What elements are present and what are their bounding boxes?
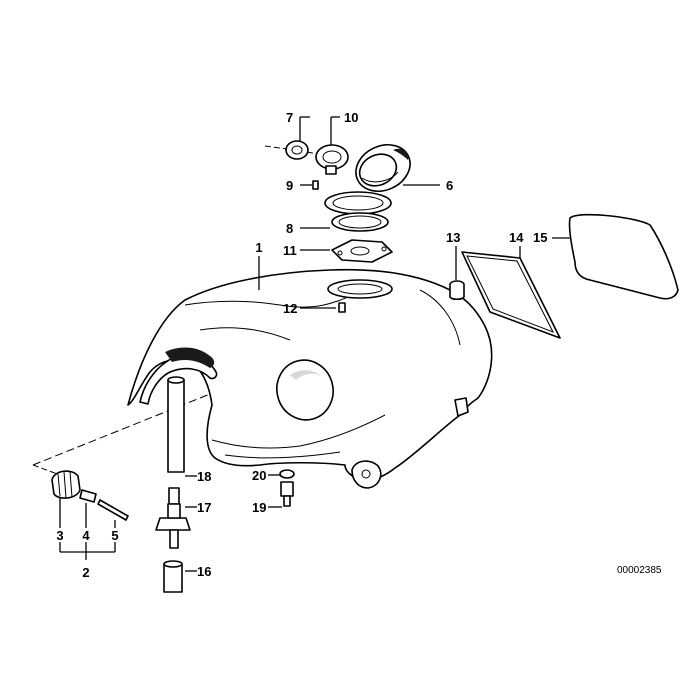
- callout-19: 19: [252, 500, 266, 515]
- sleeve: [79, 489, 97, 503]
- knee-pad: [568, 213, 679, 300]
- drawing-code: 00002385: [617, 565, 662, 576]
- callout-15: 15: [533, 230, 547, 245]
- callout-13: 13: [446, 230, 460, 245]
- callout-4: 4: [82, 528, 90, 543]
- callout-12: 12: [283, 301, 297, 316]
- callout-17: 17: [197, 500, 211, 515]
- callout-7: 7: [286, 110, 293, 125]
- mounting-plate: [331, 239, 393, 263]
- callout-1: 1: [255, 240, 262, 255]
- callout-18: 18: [197, 469, 211, 484]
- callout-20: 20: [252, 468, 266, 483]
- screw-9: [312, 180, 319, 190]
- knee-pad-film: [461, 251, 561, 339]
- callout-14: 14: [509, 230, 524, 245]
- callout-9: 9: [286, 178, 293, 193]
- lock-ring: [315, 144, 349, 175]
- fuel-tap: [155, 487, 191, 549]
- sensor-plug: [280, 481, 294, 507]
- sensor-seal: [279, 469, 295, 479]
- callout-labels: 1 2 3 4 5 6 7 8 9 10 11 12 13 14 15 16 1…: [56, 110, 547, 580]
- callout-11: 11: [283, 243, 297, 258]
- hose: [163, 560, 183, 593]
- rubber-buffer: [449, 280, 465, 301]
- callout-2: 2: [82, 565, 89, 580]
- callout-16: 16: [197, 564, 211, 579]
- filler-cap: [355, 144, 411, 192]
- pin: [97, 499, 129, 521]
- callout-10: 10: [344, 110, 358, 125]
- callout-3: 3: [56, 528, 63, 543]
- fuel-tank: [127, 268, 493, 489]
- seal-ring: [324, 191, 392, 232]
- callout-6: 6: [446, 178, 453, 193]
- drain-tube: [167, 376, 185, 473]
- screw-12: [338, 302, 346, 313]
- cap-gasket: [264, 140, 323, 160]
- knurled-knob: [51, 470, 81, 499]
- callout-8: 8: [286, 221, 293, 236]
- callout-5: 5: [111, 528, 118, 543]
- leader-lines: [59, 116, 570, 572]
